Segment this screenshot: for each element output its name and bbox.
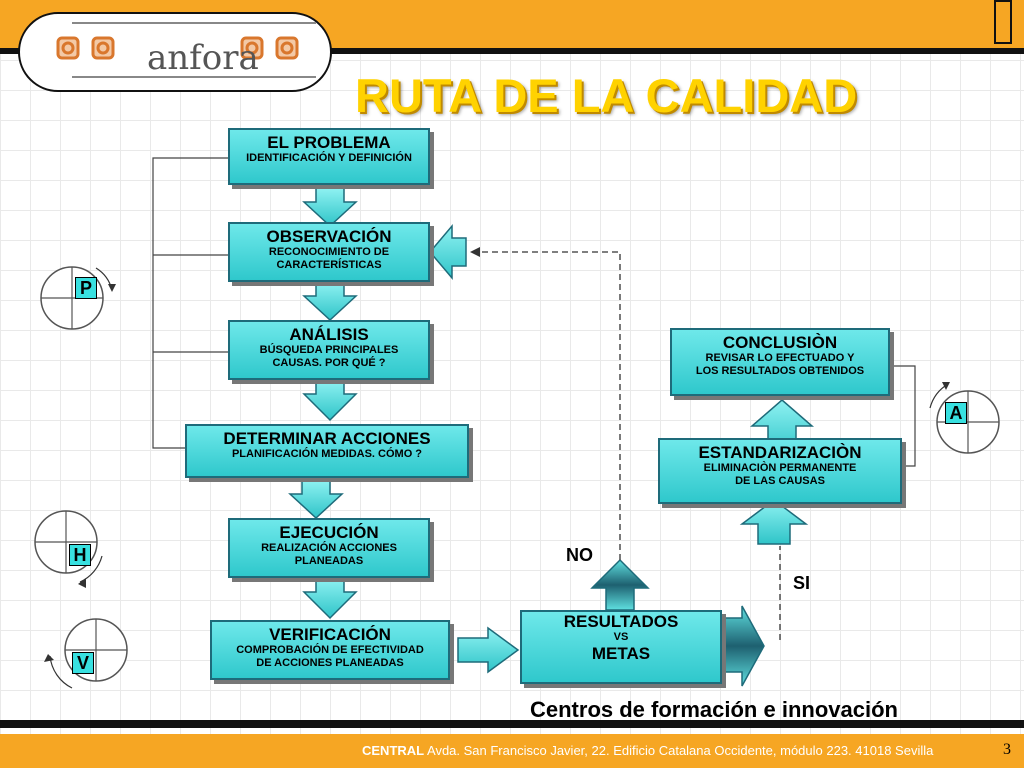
footer-slogan: Centros de formación e innovación (530, 697, 898, 722)
cycle-letter-p: P (75, 277, 97, 299)
arrow-down-1 (302, 187, 358, 228)
step-subtitle-1: RECONOCIMIENTO DE (268, 246, 390, 258)
step-title: RESULTADOS (563, 612, 679, 631)
footer-address: CENTRAL Avda. San Francisco Javier, 22. … (362, 743, 933, 758)
arrow-down-4 (288, 479, 344, 520)
footer-address-text: Avda. San Francisco Javier, 22. Edificio… (424, 743, 934, 758)
logo-rule-top (72, 22, 316, 24)
arrow-left-1 (429, 223, 467, 281)
step-subtitle-1: BÚSQUEDA PRINCIPALES (259, 344, 399, 356)
logo-rule-bottom (72, 76, 316, 78)
step-resultados: RESULTADOS VS METAS (520, 610, 722, 684)
arrow-down-2 (302, 281, 358, 322)
label-si: SI (793, 573, 811, 593)
arrow-up-2 (739, 499, 809, 545)
step-subtitle-2: CAUSAS. POR QUÉ ? (272, 357, 386, 369)
step-title: ANÁLISIS (289, 325, 369, 344)
step-subtitle-2: PLANEADAS (294, 555, 364, 567)
logo: anfora (18, 12, 332, 92)
logo-swirl-icons (56, 36, 299, 60)
act-bracket (890, 365, 916, 467)
arrow-right-results (721, 605, 765, 687)
step-subtitle-2: DE LAS CAUSAS (735, 475, 825, 487)
step-subtitle-1: COMPROBACIÓN DE EFECTIVIDAD (236, 644, 424, 656)
step-subtitle-2: CARACTERÍSTICAS (276, 259, 382, 271)
feedback-arrowhead (470, 247, 480, 257)
step-subtitle-2: DE ACCIONES PLANEADAS (256, 657, 404, 669)
step-subtitle-1: REVISAR LO EFECTUADO Y (705, 352, 855, 364)
step-subtitle-1: REALIZACIÓN ACCIONES (261, 542, 397, 554)
step-title: DETERMINAR ACCIONES (223, 429, 431, 448)
step-title: CONCLUSIÒN (722, 333, 838, 352)
step-conclusion: CONCLUSIÒN REVISAR LO EFECTUADO Y LOS RE… (670, 328, 890, 396)
step-verificacion: VERIFICACIÓN COMPROBACIÓN DE EFECTIVIDAD… (210, 620, 450, 680)
corner-frame (994, 0, 1012, 44)
step-observacion: OBSERVACIÓN RECONOCIMIENTO DE CARACTERÍS… (228, 222, 430, 282)
step-subtitle: PLANIFICACIÓN MEDIDAS. CÓMO ? (231, 448, 423, 460)
step-subtitle-2: LOS RESULTADOS OBTENIDOS (695, 365, 865, 377)
page-title: RUTA DE LA CALIDAD (355, 69, 858, 122)
step-title: EL PROBLEMA (267, 133, 391, 152)
step-ejecucion: EJECUCIÓN REALIZACIÓN ACCIONES PLANEADAS (228, 518, 430, 578)
page-number: 3 (1003, 741, 1011, 758)
step-metas: METAS (591, 644, 651, 663)
label-no: NO (566, 545, 593, 565)
cycle-letter-v: V (72, 652, 94, 674)
step-estandarizacion: ESTANDARIZACIÒN ELIMINACIÒN PERMANENTE D… (658, 438, 902, 504)
arrow-up-results (590, 558, 650, 611)
step-subtitle-1: ELIMINACIÒN PERMANENTE (703, 462, 857, 474)
step-subtitle: IDENTIFICACIÓN Y DEFINICIÓN (246, 152, 412, 164)
cycle-arc-h (79, 555, 103, 583)
step-title: EJECUCIÓN (279, 523, 379, 542)
footer-bar (0, 734, 1024, 768)
step-vs: VS (613, 631, 629, 643)
arrow-right-1 (457, 626, 520, 674)
arrow-down-5 (302, 577, 358, 620)
cycle-letter-h: H (69, 544, 91, 566)
plan-bracket (152, 157, 228, 449)
arrow-down-3 (302, 379, 358, 422)
step-title: VERIFICACIÓN (269, 625, 391, 644)
step-title: ESTANDARIZACIÒN (698, 443, 862, 462)
logo-wordmark: anfora (147, 38, 259, 78)
cycle-letter-a: A (945, 402, 967, 424)
step-analisis: ANÁLISIS BÚSQUEDA PRINCIPALES CAUSAS. PO… (228, 320, 430, 380)
top-divider (0, 48, 1024, 54)
no-feedback-line (478, 251, 621, 560)
step-el-problema: EL PROBLEMA IDENTIFICACIÓN Y DEFINICIÓN (228, 128, 430, 185)
step-determinar-acciones: DETERMINAR ACCIONES PLANIFICACIÓN MEDIDA… (185, 424, 469, 478)
step-title: OBSERVACIÓN (266, 227, 392, 246)
footer-central: CENTRAL (362, 743, 425, 758)
footer-divider (0, 720, 1024, 728)
